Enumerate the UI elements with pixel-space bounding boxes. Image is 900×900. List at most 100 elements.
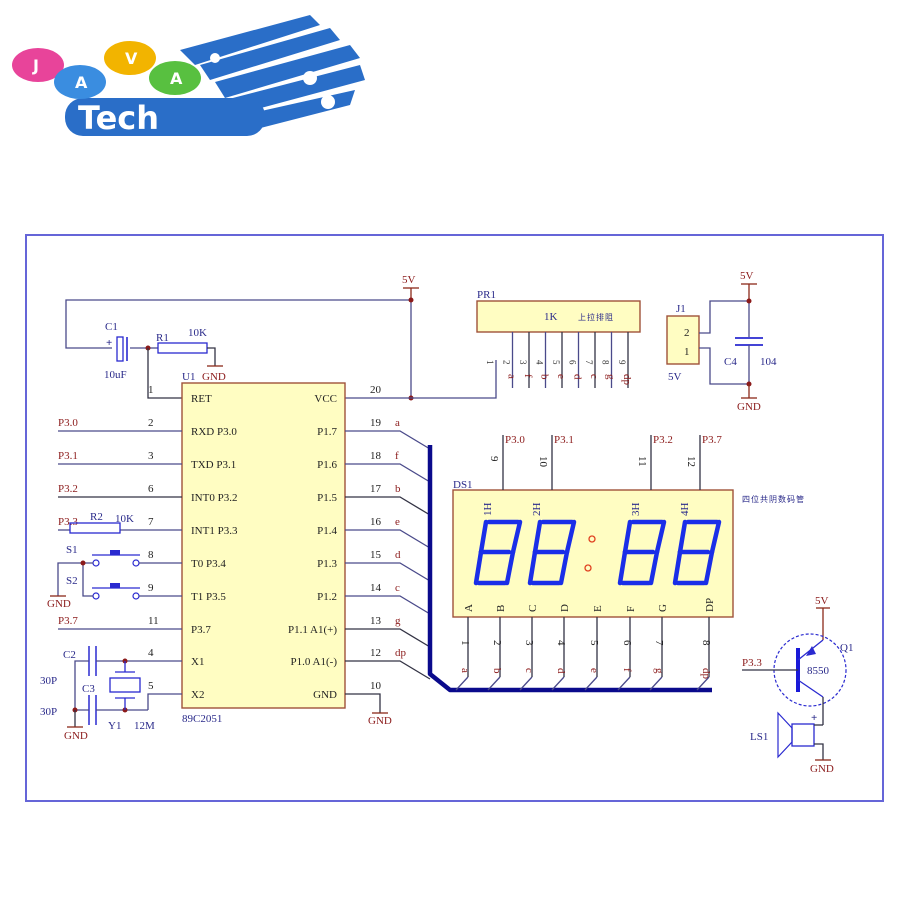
segment	[654, 519, 667, 555]
ls1-ref: LS1	[750, 731, 768, 743]
c1-capacitor-symbol	[116, 336, 124, 362]
colon-dot-lower	[584, 564, 592, 572]
ds1-bus-entry	[455, 676, 469, 691]
pr1-body	[476, 300, 641, 333]
ds1-common-pin: 10	[537, 456, 549, 468]
ds1-common-net: P3.1	[554, 434, 574, 446]
segment	[672, 549, 683, 586]
vcc-rail: 5V	[345, 274, 497, 401]
crystal-circuit: GND C2 C3 30P 30P Y1 12M	[40, 646, 182, 742]
pr1-pin-number: 9	[617, 360, 627, 365]
colon-dot-upper	[588, 535, 596, 543]
j1-pin-1: 1	[684, 346, 690, 358]
ds1-segment-net: dp	[700, 668, 712, 680]
mcu-net-label: P3.3	[58, 516, 78, 528]
ds1-common-pin: 9	[488, 456, 500, 462]
ds1-digit-label: 3H	[630, 503, 642, 517]
seven-segment-digit	[527, 519, 577, 586]
mcu-pin-number: 6	[148, 483, 154, 495]
ds1-ref: DS1	[453, 479, 473, 491]
mcu-pin-number: 15	[370, 549, 382, 561]
left-side-circuits: R2 10K S1 S2 GND	[40, 511, 182, 742]
ds1-common-pin: 12	[685, 456, 697, 467]
mcu-pin-number: 13	[370, 615, 382, 627]
ds1-segment-net: e	[588, 668, 600, 673]
r2-resistor-symbol	[69, 522, 121, 534]
c4-ref: C4	[724, 356, 737, 368]
ds1-digit-label: 4H	[679, 503, 691, 517]
logo-letter: A	[170, 69, 183, 88]
mcu-pin-name: P1.2	[317, 591, 337, 603]
mcu-right-wire	[345, 595, 431, 615]
pr1-ref: PR1	[477, 289, 496, 301]
mcu-net-label: P3.2	[58, 483, 78, 495]
ds1-segment-net: b	[491, 668, 503, 674]
mcu-net-label: f	[395, 450, 399, 462]
mcu-pin-name: X1	[191, 656, 204, 668]
ds1-segment-pin: 4	[555, 640, 567, 646]
j1-ref: J1	[676, 303, 686, 315]
segment	[478, 519, 489, 555]
q1-base-net: P3.3	[742, 657, 762, 669]
q1-part: 8550	[807, 665, 830, 677]
mcu-net-label: a	[395, 417, 400, 429]
mcu-net-label: e	[395, 516, 400, 528]
r1-gnd-label: GND	[202, 371, 226, 383]
logo-tech-band	[65, 98, 265, 136]
r2-value: 10K	[115, 513, 134, 525]
ds1-segment-net: f	[621, 668, 633, 672]
mcu-pin-name: P1.5	[317, 492, 337, 504]
pr1-net-label: a	[506, 374, 518, 379]
mcu-pin-name: GND	[313, 689, 337, 701]
segment	[648, 549, 660, 586]
s2-label: S2	[66, 575, 78, 587]
c4-gnd-label: GND	[737, 401, 761, 413]
ds1-bus-entry	[487, 676, 501, 691]
segment	[473, 549, 484, 586]
mcu-pin-number: 10	[370, 680, 382, 692]
pr1-pin-number: 1	[485, 360, 495, 365]
pr1-pin-number: 3	[518, 360, 528, 365]
display-ds1: DS1 四位共阴数码管 P3.091HP3.1102HP3.2113HP3.71…	[452, 434, 805, 680]
ds1-bus-entry	[696, 676, 710, 691]
y1-value: 12M	[134, 720, 155, 732]
segment	[510, 519, 523, 555]
mcu-right-wire	[345, 660, 431, 680]
mcu-pin-number: 12	[370, 647, 381, 659]
r1-value: 10K	[188, 327, 207, 339]
mcu-pin-number: 14	[370, 582, 382, 594]
mcu-pin-number: 2	[148, 417, 154, 429]
ds1-desc: 四位共阴数码管	[742, 494, 805, 504]
segment	[564, 519, 577, 555]
segment	[504, 549, 516, 586]
mcu-pin-number: 7	[148, 516, 154, 528]
mcu-right-wire	[345, 496, 431, 516]
switch-s1: S1	[66, 544, 182, 567]
schematic-frame	[25, 234, 884, 802]
logo-tech-text: Tech	[78, 99, 159, 137]
reset-loop-wire	[65, 299, 410, 349]
ds1-digit-label: 2H	[531, 503, 543, 517]
c1-ref: C1	[105, 321, 118, 333]
mcu-pin-number: 3	[148, 450, 154, 462]
j1-pin-2: 2	[684, 327, 690, 339]
segment-bus	[427, 445, 712, 693]
mcu-right-wire	[345, 628, 431, 648]
mcu-ref: U1	[182, 371, 195, 383]
c3-ref: C3	[82, 683, 95, 695]
ds1-segment-label: E	[592, 605, 604, 612]
ds1-segment-label: F	[625, 606, 637, 612]
c1-value: 10uF	[104, 369, 127, 381]
mcu-net-label: d	[395, 549, 401, 561]
mcu-pin-number: 4	[148, 647, 154, 659]
q1-ref: Q1	[840, 642, 853, 654]
mcu-part: 89C2051	[182, 713, 222, 725]
ds1-bus-entry	[649, 676, 663, 691]
logo-hand-stripes	[180, 15, 365, 132]
segment	[677, 519, 688, 555]
mcu-pin-number: 5	[148, 680, 154, 692]
segment	[617, 549, 628, 586]
ds1-segment-pin: 8	[700, 640, 712, 646]
